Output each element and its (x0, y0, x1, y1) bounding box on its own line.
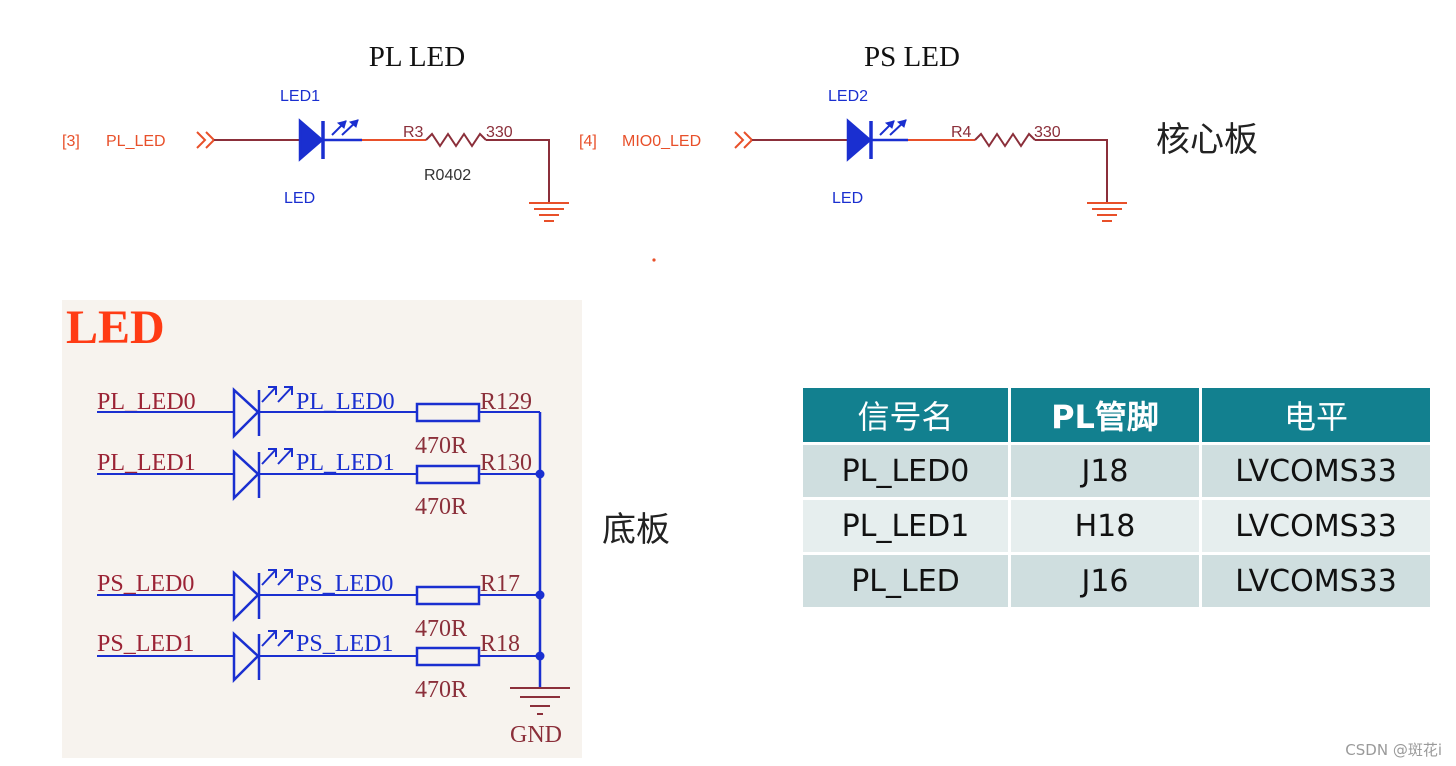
pl-led-type: LED (284, 190, 315, 207)
cell-level: LVCOMS33 (1202, 555, 1430, 607)
channel-pl-led0: PL_LED0 PL_LED0 R129 470R (97, 386, 540, 459)
pl-ground-icon (529, 202, 569, 222)
gnd-symbol-icon (510, 687, 570, 715)
ps-led-ref: LED2 (828, 88, 868, 105)
channel-output-net: PS_LED1 (296, 631, 393, 657)
pl-res-value: 330 (486, 124, 513, 141)
core-board-schematic: PL LED PS LED [3] PL_LED LED1 LED R3 330… (62, 41, 1258, 262)
pl-net-index: [3] (62, 133, 80, 150)
junction-dots (535, 469, 545, 661)
ps-net-name: MIO0_LED (622, 133, 701, 150)
resistor-symbol-icon (415, 402, 481, 423)
ps-ground-wire (1035, 139, 1108, 202)
cell-signal: PL_LED1 (803, 500, 1008, 552)
stray-dot (652, 258, 656, 262)
pl-res-ref: R3 (403, 124, 424, 141)
pl-led-ref: LED1 (280, 88, 320, 105)
header-signal-name: 信号名 (803, 388, 1008, 442)
channel-input-net: PL_LED1 (97, 450, 196, 476)
pin-assignment-table: 信号名 PL管脚 电平 PL_LED0 J18 LVCOMS33 PL_LED1… (800, 385, 1433, 610)
channel-input-net: PS_LED0 (97, 571, 194, 597)
ps-led-symbol-icon (846, 118, 908, 162)
pl-led-symbol-icon (298, 118, 362, 162)
channel-res-value: 470R (415, 677, 467, 703)
cell-pin: J18 (1011, 445, 1199, 497)
ps-res-ref: R4 (951, 124, 972, 141)
cell-pin: J16 (1011, 555, 1199, 607)
ps-led-type: LED (832, 190, 863, 207)
ps-resistor-symbol-icon (974, 132, 1036, 148)
ps-net-index: [4] (579, 133, 597, 150)
table-row: PL_LED1 H18 LVCOMS33 (803, 500, 1430, 552)
channel-res-ref: R17 (480, 571, 520, 597)
ps-led-section-title: PS LED (864, 41, 960, 73)
channel-pl-led1: PL_LED1 PL_LED1 R130 470R (97, 448, 540, 520)
cell-level: LVCOMS33 (1202, 445, 1430, 497)
led-symbol-icon (232, 448, 293, 502)
resistor-symbol-icon (415, 464, 481, 485)
channel-output-net: PS_LED0 (296, 571, 393, 597)
table-header-row: 信号名 PL管脚 电平 (803, 388, 1430, 442)
pl-net-name: PL_LED (106, 133, 166, 150)
core-board-label: 核心板 (1156, 120, 1258, 160)
channel-ps-led0: PS_LED0 PS_LED0 R17 470R (97, 569, 540, 642)
channel-output-net: PL_LED1 (296, 450, 395, 476)
ps-res-value: 330 (1034, 124, 1061, 141)
channel-res-ref: R18 (480, 631, 520, 657)
table-row: PL_LED0 J18 LVCOMS33 (803, 445, 1430, 497)
cell-signal: PL_LED0 (803, 445, 1008, 497)
cell-signal: PL_LED (803, 555, 1008, 607)
table-row: PL_LED J16 LVCOMS33 (803, 555, 1430, 607)
channel-res-ref: R129 (480, 389, 532, 415)
base-board-label: 底板 (602, 510, 670, 550)
channel-res-value: 470R (415, 616, 467, 642)
ps-ground-icon (1087, 202, 1127, 222)
channel-ps-led1: PS_LED1 PS_LED1 R18 470R (97, 630, 540, 703)
header-pl-pin: PL管脚 (1011, 388, 1199, 442)
channel-res-value: 470R (415, 433, 467, 459)
pl-resistor-symbol-icon (425, 132, 487, 148)
pl-led-section-title: PL LED (369, 41, 465, 73)
channel-input-net: PL_LED0 (97, 389, 196, 415)
channel-res-ref: R130 (480, 450, 532, 476)
channel-input-net: PS_LED1 (97, 631, 194, 657)
channel-res-value: 470R (415, 494, 467, 520)
gnd-label: GND (510, 722, 562, 748)
cell-pin: H18 (1011, 500, 1199, 552)
channel-output-net: PL_LED0 (296, 389, 395, 415)
header-voltage-level: 电平 (1202, 388, 1430, 442)
pl-res-package: R0402 (424, 167, 471, 184)
pl-ground-wire (486, 139, 550, 202)
watermark: CSDN @斑花i (1345, 741, 1442, 759)
resistor-symbol-icon (415, 646, 481, 667)
cell-level: LVCOMS33 (1202, 500, 1430, 552)
base-board-title: LED (66, 301, 165, 354)
base-board-panel (62, 300, 582, 758)
resistor-symbol-icon (415, 585, 481, 606)
